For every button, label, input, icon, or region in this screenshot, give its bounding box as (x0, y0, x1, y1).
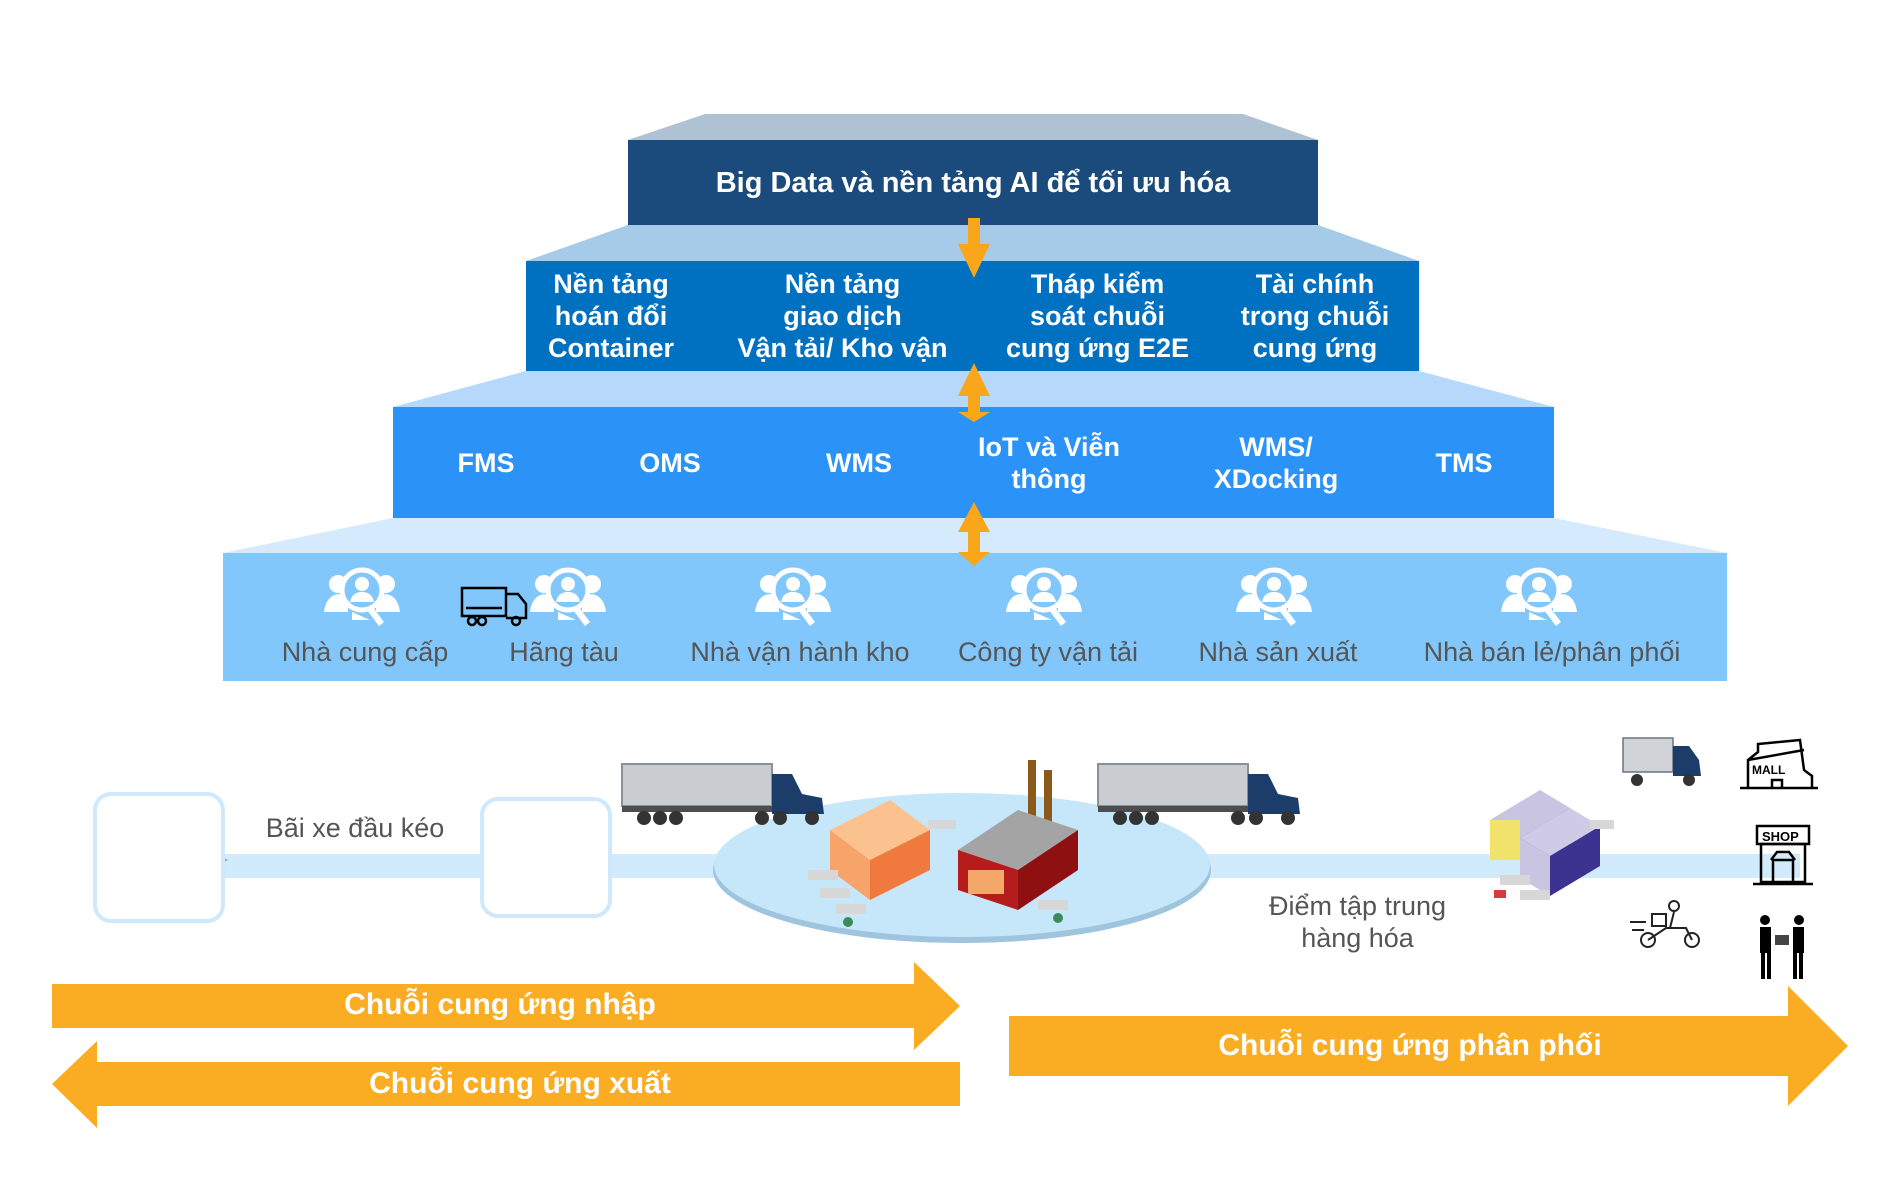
consolidation-point-label: Điểm tập trung hàng hóa (1268, 891, 1447, 953)
distribution-chain-arrow (1009, 986, 1848, 1106)
tier2-item-supply-chain-finance: Tài chính trong chuỗi cung ứng (1240, 269, 1390, 363)
shop-icon: SHOP (1753, 824, 1813, 886)
user-search-icon (1499, 562, 1579, 633)
tier1-label: Big Data và nền tảng AI để tối ưu hóa (715, 166, 1231, 199)
connector-arrow-down (958, 218, 990, 278)
tier3-item-fms: FMS (457, 447, 515, 478)
truck-outline-icon (460, 586, 528, 627)
tier1-top-face (628, 114, 1318, 140)
tier3-item-tms: TMS (1435, 447, 1493, 478)
user-search-icon (753, 562, 833, 633)
svg-text:MALL: MALL (1752, 763, 1785, 777)
handover-people-icon (1760, 915, 1804, 979)
inbound-chain-arrow (52, 962, 960, 1050)
svg-text:SHOP: SHOP (1762, 829, 1799, 844)
delivery-truck-icon (1622, 737, 1701, 786)
actor-label: Nhà cung cấp (281, 637, 449, 667)
user-search-icon (322, 562, 402, 633)
connector-arrow-bidirectional-1 (958, 363, 990, 422)
factory-icon (958, 760, 1078, 923)
actor-label: Hãng tàu (509, 637, 619, 667)
user-search-icon (528, 562, 608, 633)
user-search-icon (1004, 562, 1084, 633)
outbound-chain-arrow (52, 1041, 960, 1128)
delivery-scooter-icon (1630, 900, 1700, 948)
tier2-front (526, 261, 1419, 371)
container-yard-node (480, 797, 612, 918)
semi-truck-icon (621, 763, 824, 825)
tier3-item-wms-xdocking: WMS/ XDocking (1213, 431, 1339, 494)
tier3-item-oms: OMS (639, 447, 701, 478)
mall-icon: MALL (1740, 738, 1818, 790)
inbound-chain-label: Chuỗi cung ứng nhập (344, 988, 656, 1021)
actor-label: Nhà sản xuất (1198, 637, 1358, 667)
warehouse-icon (808, 800, 956, 927)
tier2-item-control-tower: Tháp kiểm soát chuỗi cung ứng E2E (1005, 269, 1190, 363)
tier3-item-wms: WMS (826, 447, 892, 478)
user-search-icon (1234, 562, 1314, 633)
tier2-item-transport-platform: Nền tảng giao dịch Vận tải/ Kho vận (737, 269, 948, 363)
connector-arrow-bidirectional-2 (958, 502, 990, 566)
outbound-chain-label: Chuỗi cung ứng xuất (369, 1067, 671, 1100)
actor-label: Nhà vận hành kho (690, 637, 910, 667)
port-node (93, 792, 225, 923)
tier2-item-container-exchange: Nền tảng hoán đổi Container (547, 269, 674, 363)
actor-label: Công ty vận tải (957, 637, 1139, 667)
tier1-front (628, 140, 1318, 225)
tier3-front (393, 407, 1554, 518)
distribution-center-icon (1490, 790, 1614, 900)
actor-label: Nhà bán lẻ/phân phối (1423, 637, 1681, 667)
distribution-chain-label: Chuỗi cung ứng phân phối (1218, 1029, 1602, 1062)
semi-truck-icon (1097, 763, 1300, 825)
tractor-yard-label: Bãi xe đầu kéo (265, 813, 445, 843)
tier3-item-iot: IoT và Viễn thông (977, 431, 1121, 494)
